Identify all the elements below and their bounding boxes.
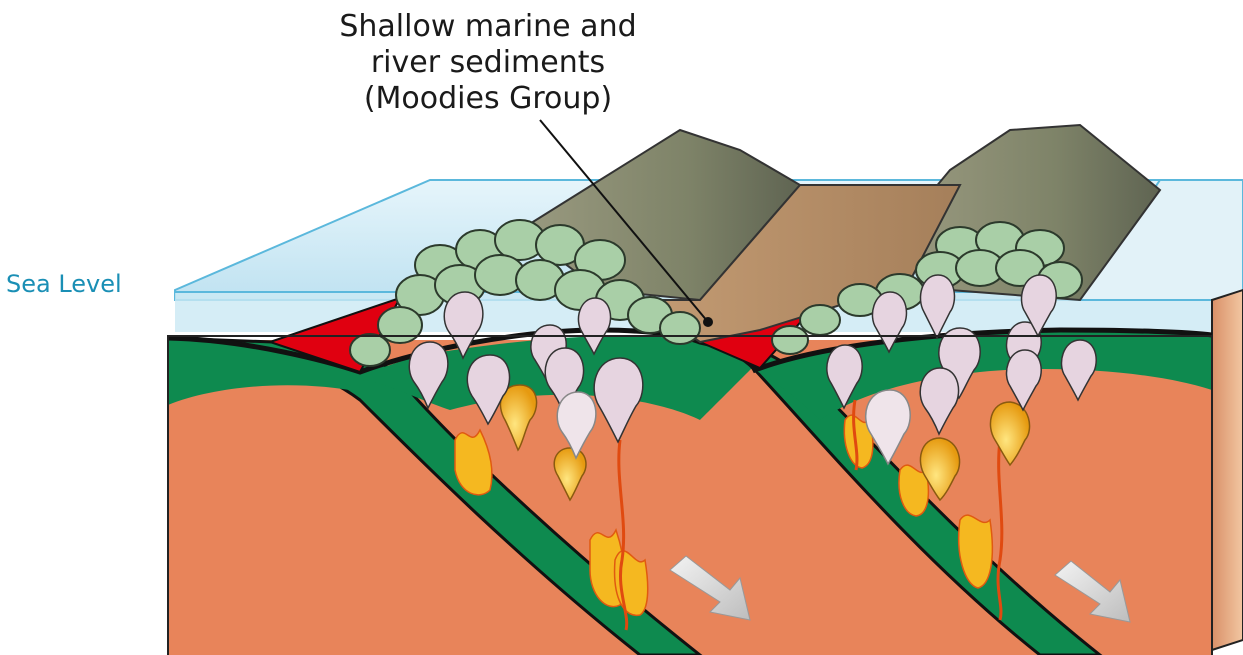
sediment-label-line1: Shallow marine and [339,9,636,44]
block-side-face [1212,290,1243,650]
leader-dot [703,317,713,327]
sediment-label-line2: river sediments [371,45,605,80]
sediment-label-line3: (Moodies Group) [364,81,612,116]
sea-level-label: Sea Level [6,270,122,298]
